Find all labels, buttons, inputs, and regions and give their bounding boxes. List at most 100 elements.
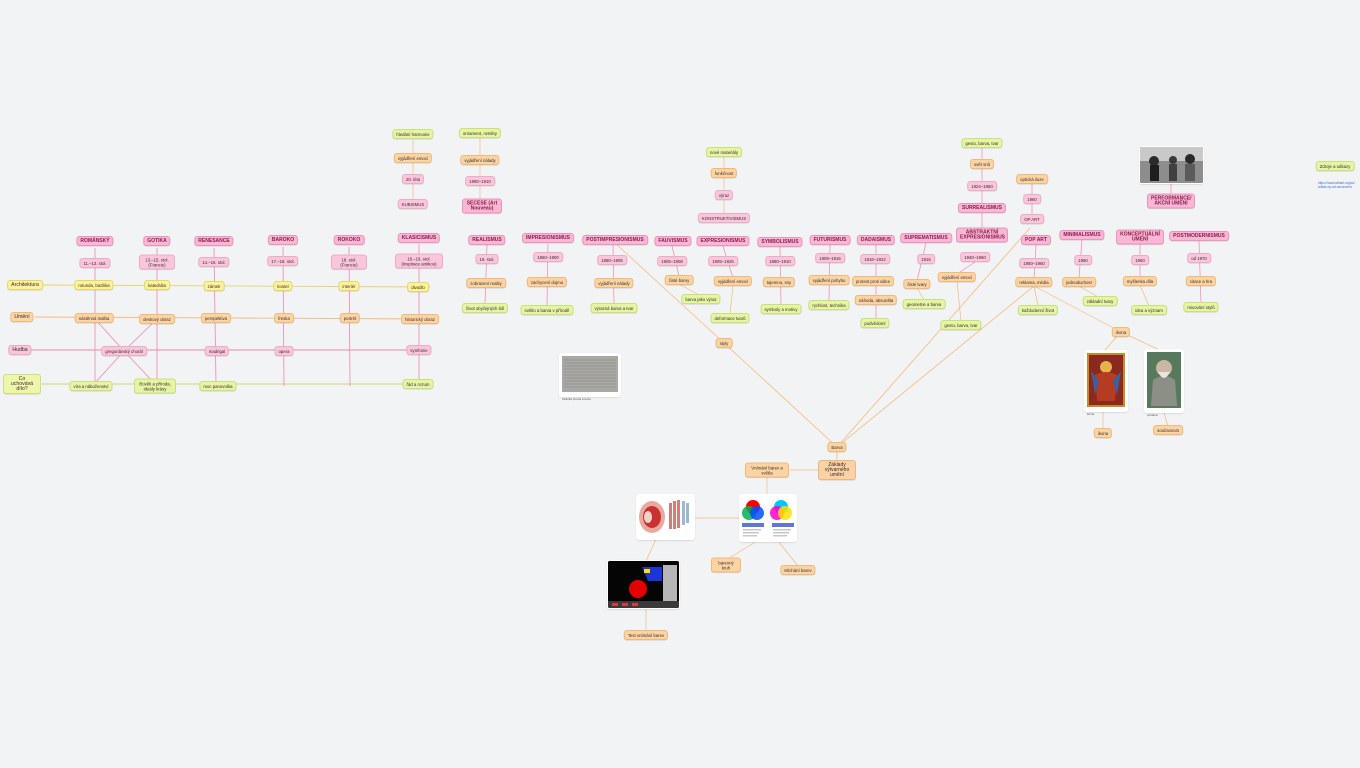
node-h4[interactable]: symfonie [406,345,432,355]
node-ind4[interactable]: KUBISMUS [397,199,429,209]
node-sy3[interactable]: symboly a motivy [760,304,802,314]
node-rea3[interactable]: život obyčejných lidí [461,303,509,313]
color-test-game-image[interactable] [608,561,679,608]
node-imp1[interactable]: 1860–1900 [533,252,563,262]
node-romanske[interactable]: ROMÁNSKÝ [76,236,114,246]
node-op2[interactable]: 1960 [1023,194,1041,204]
node-minimalismus[interactable]: MINIMALISMUS [1059,230,1105,240]
node-soucasnost[interactable]: současnost [1153,425,1183,435]
node-k1[interactable]: 18.–19. stol. (inspirace antikou) [395,253,443,269]
node-pi3[interactable]: výrazná barva a tvar [590,303,638,313]
node-op3[interactable]: optická iluze [1016,174,1048,184]
node-r3[interactable]: nástěnná malba [74,313,114,323]
node-d3[interactable]: moc panovníka [199,381,237,391]
node-k2[interactable]: divadlo [407,282,429,292]
angel-icon-image[interactable] [1085,351,1127,411]
node-kon3[interactable]: funkčnost [710,168,738,178]
node-fa2[interactable]: čisté barvy [664,275,694,285]
node-ab3[interactable]: gesto, barva, tvar [940,320,982,330]
node-da2[interactable]: protest proti válce [852,276,894,286]
node-surrealismus[interactable]: SURREALISMUS [957,203,1007,213]
node-op1[interactable]: OP ART [1020,214,1044,224]
node-sp3[interactable]: geometrie a barva [902,299,946,309]
node-imp3[interactable]: světlo a barva v přírodě [520,305,574,315]
node-abstraktni[interactable]: ABSTRAKTNÍ EXPRESIONISMUS [956,227,1008,243]
node-symbolismus[interactable]: SYMBOLISMUS [757,237,803,247]
eye-anatomy-image[interactable] [637,495,694,539]
node-kon1[interactable]: KONSTRUKTIVISMUS [697,213,751,223]
node-umeni[interactable]: Umění [10,312,34,322]
node-da3[interactable]: náhoda, absurdita [854,295,898,305]
node-impresionismus[interactable]: IMPRESIONISMUS [522,233,574,243]
node-g3[interactable]: deskový obraz [139,314,175,324]
node-pm3[interactable]: mixování stylů [1183,302,1219,312]
node-sp1[interactable]: 1915 [917,254,935,264]
node-barevny[interactable]: barevný kruh [711,557,741,573]
node-mi2[interactable]: jednoduchost [1062,277,1096,287]
node-sec3[interactable]: 1890–1910 [465,176,495,186]
node-k3[interactable]: historický obraz [401,314,439,324]
wikiart-link[interactable]: https://www.wikiart.org/cs/artists-by-ar… [1318,181,1355,189]
node-h1[interactable]: gregoriánský chorál [101,346,147,356]
node-fu2[interactable]: vyjádření pohybu [808,275,850,285]
node-fa3[interactable]: barva jako výraz [681,294,721,304]
node-postimp[interactable]: POSTIMPRESIONISMUS [582,235,648,245]
node-fauvismus[interactable]: FAUVISMUS [654,236,692,246]
node-gotika[interactable]: GOTIKA [143,236,171,246]
node-styly[interactable]: styly [715,338,733,348]
node-ind2[interactable]: vyjádření emocí [393,153,433,163]
node-g2[interactable]: katedrála [144,280,170,290]
node-d1[interactable]: víra a náboženství [69,381,113,391]
node-vnimani[interactable]: Vnímání barev a světla [745,462,789,478]
node-expresionismus[interactable]: EXPRESIONISMUS [696,236,750,246]
node-realismus[interactable]: REALISMUS [468,235,506,245]
node-dilo[interactable]: Co uchovává dílo? [3,374,41,394]
node-klasicismus[interactable]: KLASICISMUS [397,233,441,243]
node-re3[interactable]: perspektiva [201,313,231,323]
node-su2[interactable]: svět snů [969,159,995,169]
node-ab2[interactable]: vyjádření emocí [937,272,977,282]
node-re1[interactable]: 14.–16. stol. [198,257,230,267]
node-zaklady[interactable]: Základy výtvarného umění [818,460,856,480]
node-imp2[interactable]: zachycení dojmu [526,277,568,287]
node-mi1[interactable]: 1960 [1074,255,1092,265]
node-kon4[interactable]: nové materiály [706,147,742,157]
node-ind1[interactable]: hledání harmonie [392,129,434,139]
node-renesance[interactable]: RENESANCE [194,236,234,246]
node-ikona[interactable]: ikona [1111,327,1131,337]
node-ab2b[interactable]: gesto, barva, tvar [961,138,1003,148]
node-performance[interactable]: PERFORMANCE/ AKČNÍ UMĚNÍ [1147,193,1195,209]
node-ex2[interactable]: vyjádření emocí [713,276,753,286]
node-sec2[interactable]: vyjádření nálady [460,155,500,165]
manuscript-image[interactable] [560,354,620,396]
node-r2[interactable]: rotunda, bazilika [74,280,114,290]
node-rea2[interactable]: zobrazení reality [466,278,506,288]
node-architektura[interactable]: Architektura [7,280,43,290]
node-sec1[interactable]: ornament, rostliny [458,128,502,138]
node-pi1[interactable]: 1880–1905 [597,255,627,265]
node-pm1[interactable]: od 1970 [1187,253,1211,263]
node-ikona2[interactable]: ikona [1093,428,1113,438]
node-dadaismus[interactable]: DADAISMUS [856,235,896,245]
node-pop2[interactable]: reklama, média [1015,277,1053,287]
node-pm2[interactable]: citace a hra [1185,276,1217,286]
node-su1[interactable]: 1924–1950 [967,181,997,191]
node-hudba[interactable]: Hudba [8,345,32,355]
node-pi2[interactable]: vyjádření nálady [594,278,634,288]
node-secese[interactable]: SECESE (Art Nouveau) [462,198,502,214]
node-mi3[interactable]: základní tvary [1082,296,1118,306]
node-baroko[interactable]: BAROKO [267,235,299,245]
node-su3[interactable]: podvědomí [860,318,890,328]
node-d2[interactable]: člověk a příroda, ideály krásy [134,378,176,394]
node-kon2[interactable]: výraz [714,190,734,200]
node-suprematismus[interactable]: SUPREMATISMUS [900,233,952,243]
node-ex3[interactable]: deformace tvarů [710,313,750,323]
color-wheel-image[interactable] [740,495,796,541]
node-ro1[interactable]: 18. stol. (Francie) [331,254,367,270]
node-rea1[interactable]: 19. stol. [475,254,499,264]
node-pop1[interactable]: 1950–1960 [1019,258,1049,268]
node-ex1[interactable]: 1905–1925 [708,256,738,266]
saint-image[interactable] [1145,350,1183,412]
node-fu3[interactable]: rychlost, technika [808,300,850,310]
